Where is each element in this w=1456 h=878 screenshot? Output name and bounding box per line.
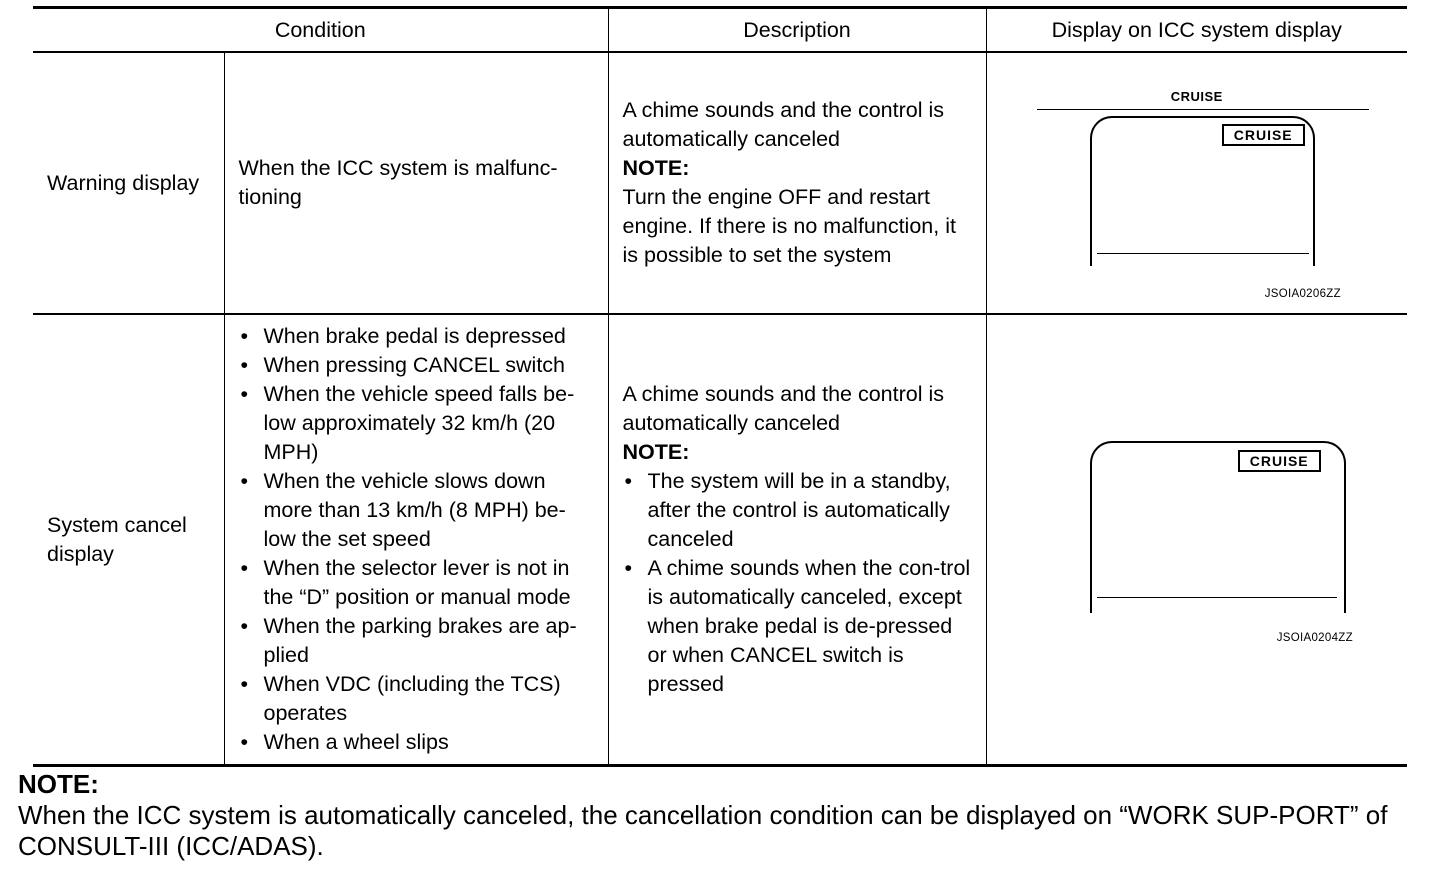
description-cancel: A chime sounds and the control is automa… — [607, 314, 986, 767]
header-description: Description — [607, 6, 986, 53]
display-frame — [1089, 440, 1346, 613]
display-bottom-rule — [1096, 252, 1309, 254]
display-warning: CRUISE CRUISE JSOIA0206ZZ — [985, 52, 1407, 315]
header-condition: Condition — [33, 6, 608, 53]
table-row-cancel: System cancel display When brake pedal i… — [33, 314, 1407, 767]
display-bottom-rule — [1096, 596, 1337, 598]
header-display: Display on ICC system display — [985, 6, 1407, 53]
display-top-rule — [1036, 108, 1369, 110]
figure-code: JSOIA0206ZZ — [1264, 287, 1341, 300]
table-header-row: Condition Description Display on ICC sys… — [33, 6, 1407, 53]
list-item: When brake pedal is depressed — [239, 322, 594, 351]
description-warning: A chime sounds and the control is automa… — [607, 52, 986, 315]
icc-display-table: Condition Description Display on ICC sys… — [33, 6, 1407, 767]
description-intro: A chime sounds and the control is automa… — [622, 382, 945, 435]
list-item: When the selector lever is not in the “D… — [239, 554, 594, 612]
bottom-note-label: NOTE: — [18, 769, 99, 799]
list-item: When a wheel slips — [239, 728, 594, 757]
notes-list: The system will be in a standby, after t… — [623, 467, 972, 699]
conditions-list: When brake pedal is depressed When press… — [239, 322, 594, 757]
note-text: Turn the engine OFF and restart engine. … — [622, 185, 956, 267]
display-cancel: CRUISE JSOIA0204ZZ — [985, 314, 1407, 767]
cruise-indicator-badge: CRUISE — [1237, 449, 1321, 472]
conditions-cancel: When brake pedal is depressed When press… — [223, 314, 608, 767]
condition-warning: When the ICC system is malfunc-tioning — [223, 52, 608, 315]
list-item: When the vehicle slows down more than 13… — [239, 467, 594, 554]
row-label-cancel: System cancel display — [33, 314, 224, 767]
list-item: When pressing CANCEL switch — [239, 351, 594, 380]
display-top-label: CRUISE — [1170, 88, 1223, 104]
list-item: A chime sounds when the con-trol is auto… — [623, 554, 972, 699]
figure-code: JSOIA0204ZZ — [1276, 631, 1353, 644]
icc-display-figure-warning: CRUISE CRUISE JSOIA0206ZZ — [1017, 56, 1377, 311]
cruise-indicator-badge: CRUISE — [1221, 123, 1305, 146]
bottom-note-text: When the ICC system is automatically can… — [18, 800, 1388, 861]
list-item: When VDC (including the TCS) operates — [239, 670, 594, 728]
display-frame — [1089, 115, 1315, 266]
list-item: The system will be in a standby, after t… — [623, 467, 972, 554]
bottom-note: NOTE: When the ICC system is automatical… — [18, 769, 1428, 862]
list-item: When the parking brakes are ap-plied — [239, 612, 594, 670]
note-label: NOTE: — [622, 156, 690, 180]
table-row-warning: Warning display When the ICC system is m… — [33, 52, 1407, 315]
note-label: NOTE: — [622, 440, 690, 464]
icc-display-figure-cancel: CRUISE JSOIA0204ZZ — [1017, 425, 1377, 655]
row-label-warning: Warning display — [33, 52, 224, 315]
list-item: When the vehicle speed falls be-low appr… — [239, 380, 594, 467]
description-intro: A chime sounds and the control is automa… — [622, 98, 945, 151]
